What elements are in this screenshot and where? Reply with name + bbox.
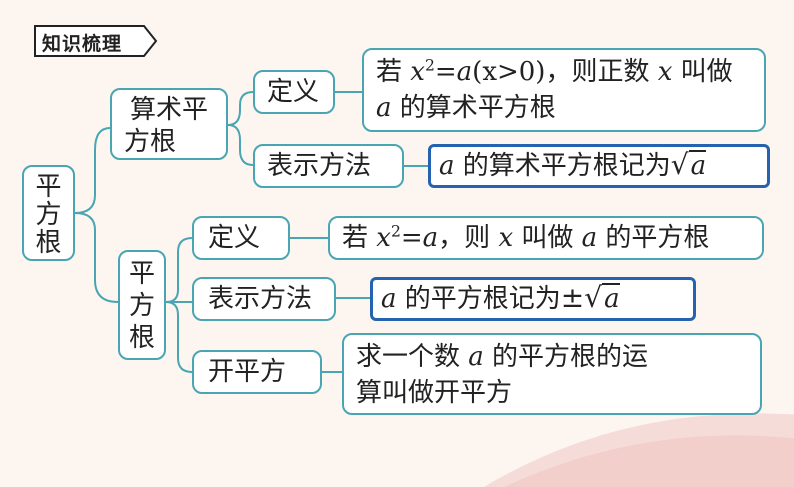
- square-notation-text: a 的平方根记为±√a: [370, 277, 696, 321]
- square-operation-label: 开平方: [192, 350, 322, 394]
- arithmetic-notation-text: a 的算术平方根记为√a: [428, 144, 770, 188]
- arithmetic-definition-label: 定义: [253, 70, 335, 114]
- section-badge-label: 知识梳理: [42, 33, 123, 55]
- square-definition-text: 若 x2=a，则 x 叫做 a 的平方根: [328, 216, 764, 260]
- arithmetic-root-line1: 算术平: [129, 95, 208, 125]
- section-badge: 知识梳理: [34, 25, 158, 57]
- arithmetic-root-line2: 方根: [124, 127, 177, 157]
- root-label: 平方根: [35, 172, 62, 258]
- square-definition-label: 定义: [192, 216, 290, 260]
- mind-map-connectors: [74, 91, 428, 373]
- square-notation-label: 表示方法: [192, 277, 336, 321]
- arithmetic-definition-text: 若 x2=a(x>0)，则正数 x 叫做 a 的算术平方根: [362, 48, 766, 132]
- arithmetic-notation-label: 表示方法: [253, 144, 404, 188]
- square-operation-text: 求一个数 a 的平方根的运 算叫做开平方: [342, 333, 762, 415]
- arithmetic-root-node: 算术平 方根: [110, 88, 228, 160]
- root-node: 平方根: [22, 165, 75, 261]
- square-root-label: 平方根: [129, 259, 156, 353]
- square-root-node: 平方根: [118, 250, 166, 360]
